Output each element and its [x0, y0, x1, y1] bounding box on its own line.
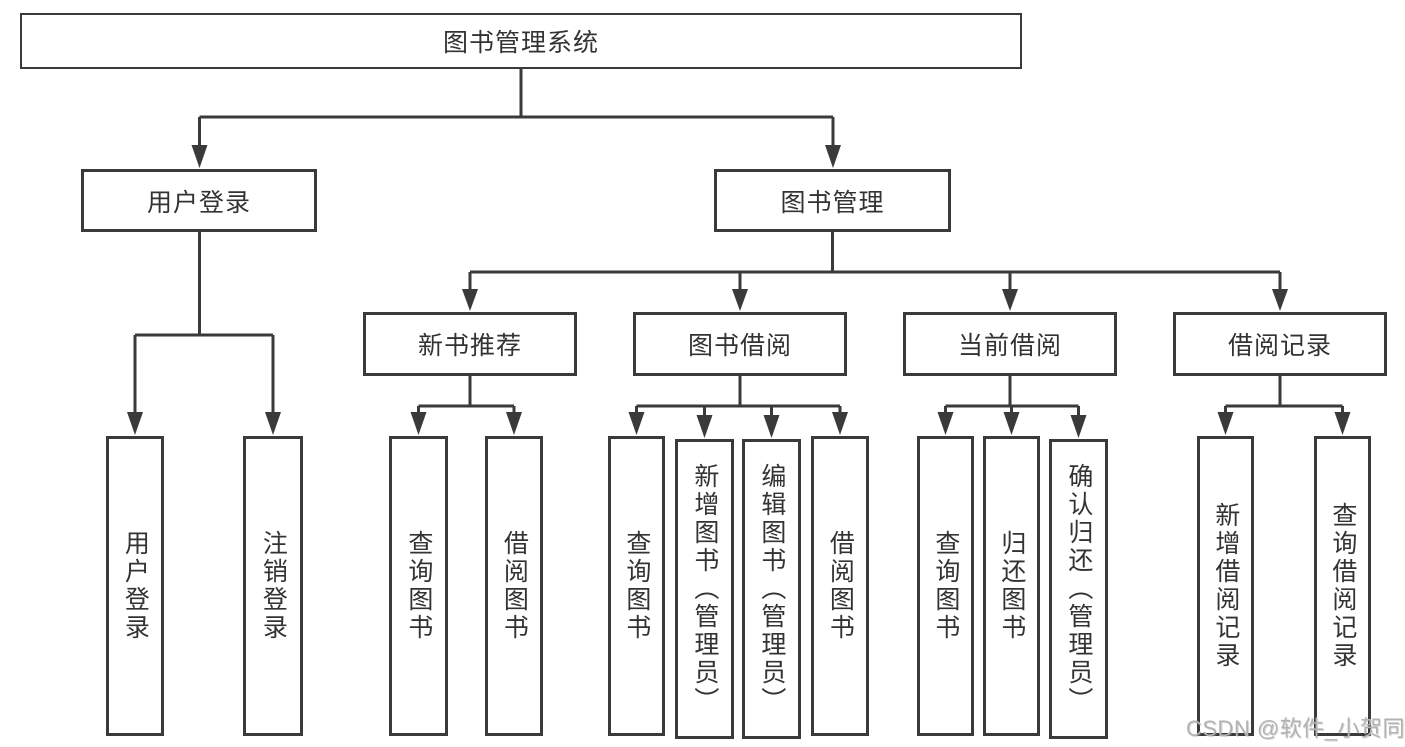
node-label: 借阅记录 [1227, 332, 1332, 360]
node-label: 查询图书 [404, 530, 433, 642]
leaf-query-borrow-record: 查询借阅记录 [1314, 436, 1371, 736]
node-label: 确认归还（管理员） [1064, 463, 1093, 715]
node-book-borrowing: 图书借阅 [633, 312, 847, 376]
node-label: 图书管理系统 [442, 29, 599, 57]
leaf-user-login: 用户登录 [106, 436, 164, 736]
csdn-watermark: CSDN @软件_小贺同学 [1186, 716, 1405, 741]
node-label: 图书管理 [780, 188, 885, 217]
node-label: 借阅图书 [826, 530, 855, 642]
leaf-confirm-return-admin: 确认归还（管理员） [1049, 439, 1108, 739]
node-label: 图书借阅 [687, 332, 792, 360]
node-label: 新增借阅记录 [1211, 502, 1240, 670]
leaf-return-books: 归还图书 [983, 436, 1040, 736]
node-book-management: 图书管理 [714, 169, 951, 232]
node-label: 当前借阅 [957, 332, 1062, 360]
node-label: 查询借阅记录 [1328, 502, 1357, 670]
leaf-borrow-books: 借阅图书 [811, 436, 869, 736]
leaf-query-books-current: 查询图书 [917, 436, 974, 736]
node-label: 查询图书 [931, 530, 960, 642]
leaf-query-books-borrow: 查询图书 [608, 436, 665, 736]
leaf-borrow-books-recommend: 借阅图书 [485, 436, 543, 736]
node-label: 查询图书 [622, 530, 651, 642]
node-label: 编辑图书（管理员） [757, 463, 786, 715]
leaf-add-borrow-record: 新增借阅记录 [1197, 436, 1254, 736]
node-label: 新书推荐 [417, 332, 522, 360]
node-label: 借阅图书 [500, 530, 529, 642]
node-label: 新增图书（管理员） [690, 463, 719, 715]
node-current-borrowing: 当前借阅 [903, 312, 1117, 376]
node-new-book-recommendation: 新书推荐 [363, 312, 577, 376]
leaf-logout: 注销登录 [243, 436, 303, 736]
node-user-login: 用户登录 [81, 169, 317, 232]
node-library-management-system: 图书管理系统 [20, 13, 1022, 69]
node-label: 用户登录 [121, 530, 150, 642]
node-label: 注销登录 [259, 530, 288, 642]
node-label: 归还图书 [997, 530, 1026, 642]
leaf-add-books-admin: 新增图书（管理员） [675, 439, 734, 739]
leaf-edit-books-admin: 编辑图书（管理员） [742, 439, 801, 739]
node-label: 用户登录 [146, 188, 251, 217]
node-borrowing-records: 借阅记录 [1173, 312, 1387, 376]
leaf-query-books-recommend: 查询图书 [389, 436, 448, 736]
